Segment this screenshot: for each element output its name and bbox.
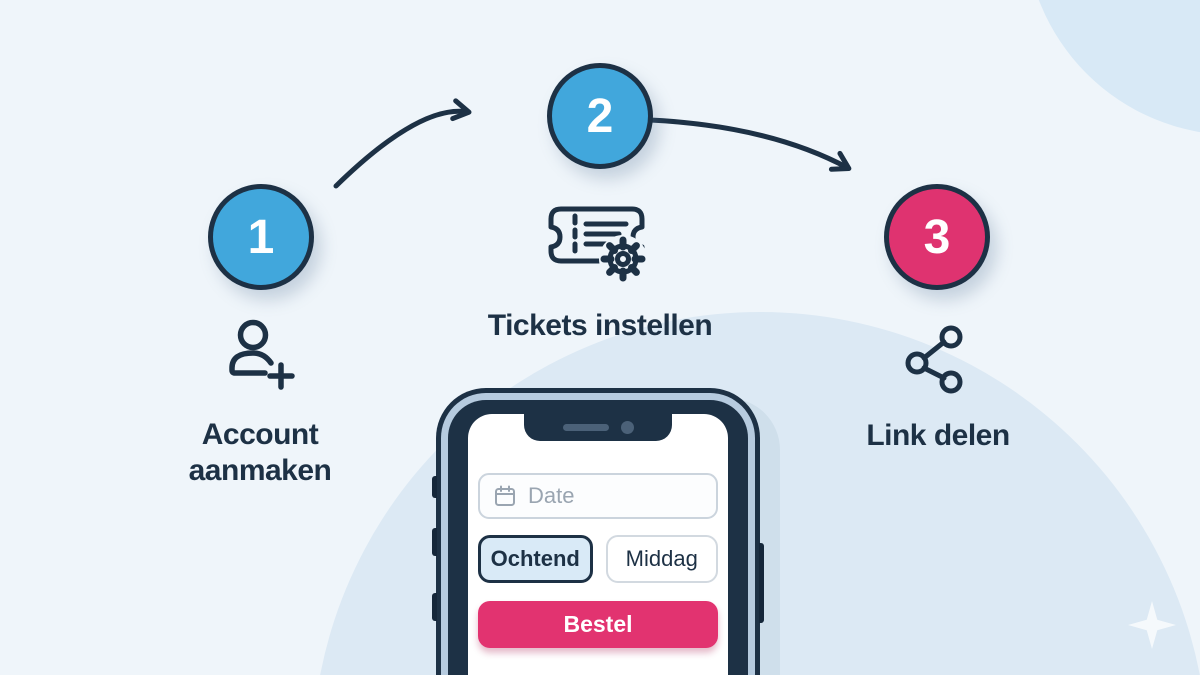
step-1-label: Account aanmaken <box>188 418 332 487</box>
order-button[interactable]: Bestel <box>478 601 718 648</box>
speaker-slot-icon <box>562 424 609 431</box>
phone-screen: Date Ochtend Middag Bestel <box>468 414 728 675</box>
volume-button <box>432 528 437 556</box>
user-plus-icon <box>229 319 295 390</box>
arrow-step1-to-step2 <box>333 98 472 189</box>
step-2-number-badge: 2 <box>547 63 653 169</box>
camera-dot-icon <box>620 421 634 434</box>
phone-frame: Date Ochtend Middag Bestel <box>448 400 748 675</box>
ticket-settings-icon <box>548 206 647 283</box>
volume-button <box>432 476 437 498</box>
calendar-icon <box>495 485 515 506</box>
date-placeholder: Date <box>528 483 575 508</box>
step-3-number-badge: 3 <box>884 184 990 290</box>
step-2-label: Tickets instellen <box>487 309 713 342</box>
power-button <box>759 543 764 623</box>
arrow-step2-to-step3 <box>647 117 852 172</box>
phone-bezel: Date Ochtend Middag Bestel <box>441 393 755 675</box>
option-ochtend-button[interactable]: Ochtend <box>478 535 593 583</box>
phone-mockup: Date Ochtend Middag Bestel <box>432 388 764 675</box>
time-options-row: Ochtend Middag <box>478 535 718 583</box>
step-1-number-badge: 1 <box>208 184 314 290</box>
step-3-label: Link delen <box>866 419 1010 452</box>
volume-button <box>432 593 437 621</box>
decorative-circle-top-right <box>1025 0 1200 135</box>
option-middag-button[interactable]: Middag <box>605 535 718 583</box>
booking-form: Date Ochtend Middag Bestel <box>478 473 718 648</box>
phone-notch <box>524 414 672 441</box>
share-icon <box>905 325 963 394</box>
date-input[interactable]: Date <box>478 473 718 519</box>
